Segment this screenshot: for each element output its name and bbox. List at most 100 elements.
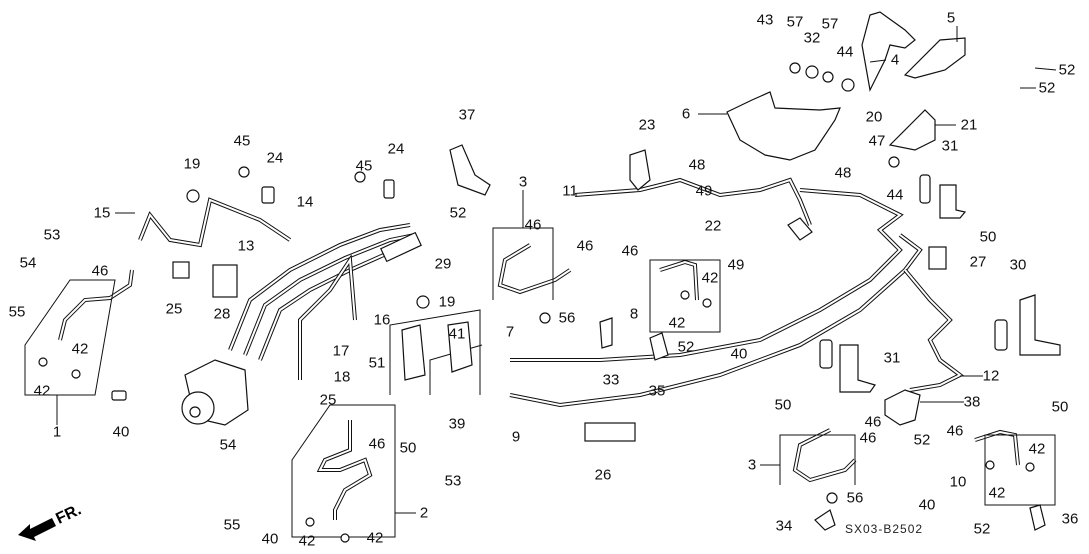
part-callout-38[interactable]: 38 <box>963 393 981 411</box>
part-callout-44[interactable]: 44 <box>886 186 904 204</box>
part-callout-42[interactable]: 42 <box>33 382 51 400</box>
part-callout-40[interactable]: 40 <box>918 496 936 514</box>
front-arrow-icon <box>18 518 56 541</box>
part-callout-21[interactable]: 21 <box>960 116 978 134</box>
part-callout-27[interactable]: 27 <box>969 253 987 271</box>
part-callout-25[interactable]: 25 <box>319 391 337 409</box>
part-callout-31[interactable]: 31 <box>941 137 959 155</box>
part-callout-3[interactable]: 3 <box>518 173 528 191</box>
part-callout-22[interactable]: 22 <box>704 217 722 235</box>
part-callout-42[interactable]: 42 <box>988 484 1006 502</box>
part-callout-15[interactable]: 15 <box>93 204 111 222</box>
part-callout-46[interactable]: 46 <box>576 237 594 255</box>
part-callout-50[interactable]: 50 <box>979 228 997 246</box>
part-callout-6[interactable]: 6 <box>681 105 691 123</box>
part-callout-3[interactable]: 3 <box>747 456 757 474</box>
group-outlines <box>24 227 1056 538</box>
part-callout-17[interactable]: 17 <box>332 342 350 360</box>
part-callout-52[interactable]: 52 <box>1038 79 1056 97</box>
part-callout-7[interactable]: 7 <box>505 323 515 341</box>
part-callout-52[interactable]: 52 <box>449 204 467 222</box>
part-callout-46[interactable]: 46 <box>859 429 877 447</box>
part-callout-55[interactable]: 55 <box>223 516 241 534</box>
part-callout-37[interactable]: 37 <box>458 106 476 124</box>
part-callout-57[interactable]: 57 <box>821 15 839 33</box>
part-callout-49[interactable]: 49 <box>727 256 745 274</box>
part-callout-5[interactable]: 5 <box>946 9 956 27</box>
part-callout-35[interactable]: 35 <box>648 382 666 400</box>
part-callout-19[interactable]: 19 <box>183 155 201 173</box>
part-callout-55[interactable]: 55 <box>8 303 26 321</box>
part-callout-47[interactable]: 47 <box>868 132 886 150</box>
part-callout-46[interactable]: 46 <box>524 216 542 234</box>
part-callout-42[interactable]: 42 <box>71 340 89 358</box>
part-callout-46[interactable]: 46 <box>621 242 639 260</box>
part-callout-42[interactable]: 42 <box>366 529 384 547</box>
part-callout-1[interactable]: 1 <box>52 423 62 441</box>
part-callout-30[interactable]: 30 <box>1009 256 1027 274</box>
part-callout-56[interactable]: 56 <box>846 489 864 507</box>
part-callout-57[interactable]: 57 <box>786 13 804 31</box>
part-callout-33[interactable]: 33 <box>602 371 620 389</box>
part-callout-52[interactable]: 52 <box>677 338 695 356</box>
part-callout-48[interactable]: 48 <box>834 164 852 182</box>
part-callout-42[interactable]: 42 <box>1028 440 1046 458</box>
part-callout-50[interactable]: 50 <box>399 439 417 457</box>
part-callout-34[interactable]: 34 <box>775 517 793 535</box>
part-callout-26[interactable]: 26 <box>594 466 612 484</box>
part-callout-24[interactable]: 24 <box>387 140 405 158</box>
part-callout-29[interactable]: 29 <box>434 255 452 273</box>
part-callout-42[interactable]: 42 <box>701 269 719 287</box>
part-callout-10[interactable]: 10 <box>949 473 967 491</box>
part-callout-51[interactable]: 51 <box>368 354 386 372</box>
part-callout-18[interactable]: 18 <box>333 368 351 386</box>
part-callout-46[interactable]: 46 <box>368 435 386 453</box>
part-callout-9[interactable]: 9 <box>511 428 521 446</box>
part-callout-40[interactable]: 40 <box>112 423 130 441</box>
part-callout-2[interactable]: 2 <box>419 504 429 522</box>
part-callout-20[interactable]: 20 <box>865 108 883 126</box>
part-callout-40[interactable]: 40 <box>730 345 748 363</box>
part-callout-54[interactable]: 54 <box>19 254 37 272</box>
part-callout-46[interactable]: 46 <box>864 413 882 431</box>
hose-assembly-3b <box>792 428 857 483</box>
part-callout-28[interactable]: 28 <box>213 305 231 323</box>
part-callout-36[interactable]: 36 <box>1061 510 1079 528</box>
part-callout-45[interactable]: 45 <box>233 132 251 150</box>
part-callout-45[interactable]: 45 <box>355 157 373 175</box>
part-callout-48[interactable]: 48 <box>688 156 706 174</box>
part-callout-23[interactable]: 23 <box>638 116 656 134</box>
part-callout-40[interactable]: 40 <box>261 530 279 548</box>
part-callout-53[interactable]: 53 <box>43 226 61 244</box>
part-callout-52[interactable]: 52 <box>1058 61 1076 79</box>
part-callout-39[interactable]: 39 <box>448 415 466 433</box>
part-callout-43[interactable]: 43 <box>756 11 774 29</box>
part-callout-12[interactable]: 12 <box>982 367 1000 385</box>
part-callout-50[interactable]: 50 <box>774 396 792 414</box>
part-callout-49[interactable]: 49 <box>695 182 713 200</box>
part-callout-52[interactable]: 52 <box>913 431 931 449</box>
part-callout-32[interactable]: 32 <box>803 29 821 47</box>
part-callout-44[interactable]: 44 <box>836 43 854 61</box>
part-callout-11[interactable]: 11 <box>562 182 578 200</box>
part-callout-42[interactable]: 42 <box>668 314 686 332</box>
bracket-4 <box>861 11 916 92</box>
part-callout-16[interactable]: 16 <box>373 311 391 329</box>
part-callout-50[interactable]: 50 <box>1051 398 1069 416</box>
part-callout-19[interactable]: 19 <box>438 293 456 311</box>
part-callout-52[interactable]: 52 <box>973 520 991 538</box>
part-callout-56[interactable]: 56 <box>558 309 576 327</box>
part-callout-4[interactable]: 4 <box>890 51 900 69</box>
part-callout-42[interactable]: 42 <box>298 532 316 550</box>
part-callout-46[interactable]: 46 <box>946 422 964 440</box>
part-callout-24[interactable]: 24 <box>266 149 284 167</box>
part-callout-54[interactable]: 54 <box>219 436 237 454</box>
part-callout-46[interactable]: 46 <box>91 262 109 280</box>
part-callout-53[interactable]: 53 <box>444 472 462 490</box>
part-callout-14[interactable]: 14 <box>296 193 314 211</box>
part-callout-13[interactable]: 13 <box>237 237 255 255</box>
part-callout-25[interactable]: 25 <box>165 300 183 318</box>
part-callout-8[interactable]: 8 <box>629 305 639 323</box>
part-callout-31[interactable]: 31 <box>883 349 901 367</box>
part-callout-41[interactable]: 41 <box>448 325 466 343</box>
